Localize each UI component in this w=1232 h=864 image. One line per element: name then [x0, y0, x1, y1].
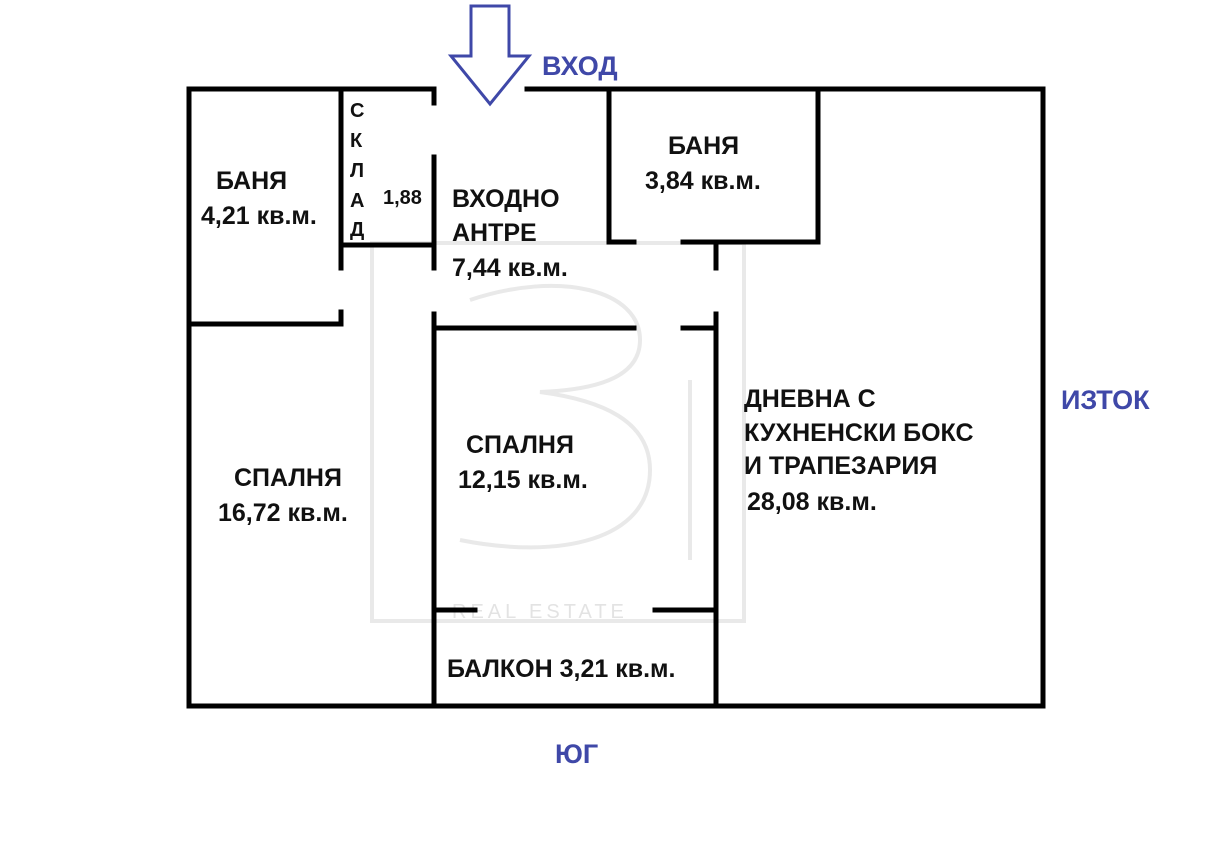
living-area: 28,08 кв.м. [747, 488, 877, 516]
bedroom-left-name: СПАЛНЯ [234, 464, 342, 492]
watermark-text: REAL ESTATE [452, 601, 628, 623]
bath-right-name: БАНЯ [668, 132, 739, 160]
living-line2: КУХНЕНСКИ БОКС [744, 419, 974, 447]
bedroom-middle-area: 12,15 кв.м. [458, 466, 588, 494]
bedroom-middle-name: СПАЛНЯ [466, 431, 574, 459]
east-label: ИЗТОК [1061, 385, 1150, 415]
storage-letter-1: С [350, 100, 364, 122]
entry-hall-line1: ВХОДНО [452, 185, 560, 213]
storage-letter-3: Л [350, 160, 364, 182]
storage-letter-4: А [350, 190, 364, 212]
bath-right-area: 3,84 кв.м. [645, 167, 761, 195]
entry-hall-area: 7,44 кв.м. [452, 254, 568, 282]
living-line1: ДНЕВНА С [744, 385, 876, 413]
entry-hall-line2: АНТРЕ [452, 219, 537, 247]
balcony-label: БАЛКОН 3,21 кв.м. [447, 655, 676, 683]
bath-left-area: 4,21 кв.м. [201, 202, 317, 230]
watermark-logo: REAL ESTATE [370, 241, 746, 623]
storage-letter-5: Д [350, 219, 364, 241]
bedroom-left-area: 16,72 кв.м. [218, 499, 348, 527]
storage-area: 1,88 [383, 187, 422, 209]
entrance-arrow-icon [447, 4, 533, 107]
living-line3: И ТРАПЕЗАРИЯ [744, 452, 937, 480]
walls [186, 86, 1046, 709]
storage-letter-2: К [350, 130, 363, 152]
storage-label: С К Л А Д [350, 100, 364, 241]
bath-left-name: БАНЯ [216, 167, 287, 195]
south-label: ЮГ [555, 739, 598, 769]
entrance-label: ВХОД [542, 51, 618, 81]
